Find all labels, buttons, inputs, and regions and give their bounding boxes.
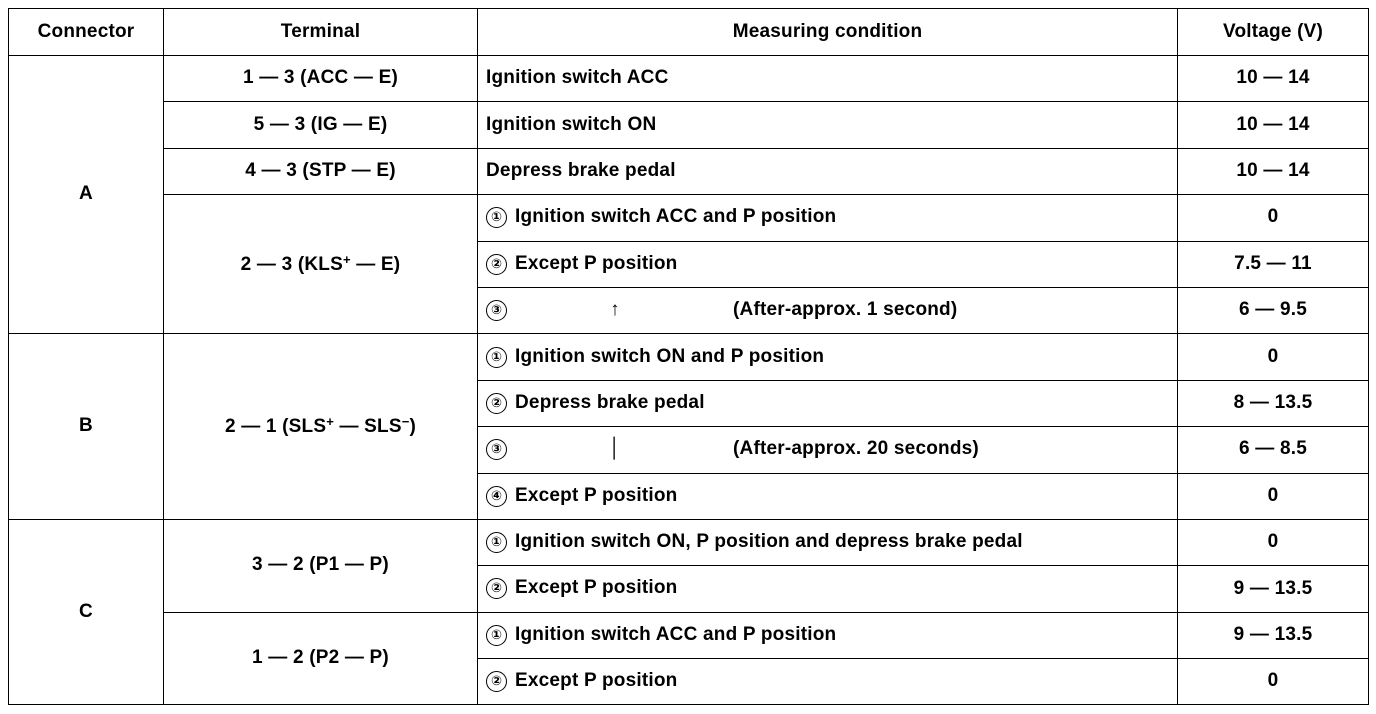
item-marker: ①	[486, 207, 507, 229]
condition-text: Depress brake pedal	[486, 160, 676, 182]
table-row: ③ ↑ (After-approx. 1 second) 6 — 9.5	[9, 286, 1369, 335]
cell-voltage: 6 — 9.5	[1177, 286, 1369, 335]
connector-voltage-table: Connector Terminal Measuring condition V…	[8, 8, 1369, 706]
cell-terminal-p2: 1 — 2 (P2 — P)	[163, 611, 478, 706]
item-marker: ②	[486, 392, 507, 414]
item-marker: ④	[486, 485, 507, 507]
cell-measuring-condition: ① Ignition switch ON, P position and depr…	[477, 518, 1178, 567]
item-marker: ①	[486, 346, 507, 368]
cell-terminal-p1: 3 — 2 (P1 — P)	[163, 518, 478, 613]
table-row: ④ Except P position 0	[9, 472, 1369, 520]
table-row: ② Except P position 0	[9, 658, 1369, 706]
condition-text: Except P position	[515, 670, 678, 692]
cell-voltage: 9 — 13.5	[1177, 565, 1369, 613]
cell-voltage: 7.5 — 11	[1177, 240, 1369, 288]
cell-measuring-condition: ② Depress brake pedal	[477, 379, 1178, 428]
cell-terminal: 4 — 3 (STP — E)	[163, 147, 478, 196]
terminal-text: 3 — 2 (P1 — P)	[252, 554, 389, 576]
item-marker: ②	[486, 253, 507, 275]
cell-measuring-condition: Depress brake pedal	[477, 147, 1178, 196]
cell-measuring-condition: ① Ignition switch ON and P position	[477, 333, 1178, 381]
condition-text: Ignition switch ON	[486, 113, 657, 135]
condition-text: Except P position	[515, 252, 678, 274]
cell-voltage: 10 — 14	[1177, 147, 1369, 196]
cell-voltage: 10 — 14	[1177, 101, 1369, 149]
table-row: 5 — 3 (IG — E) Ignition switch ON 10 — 1…	[9, 101, 1369, 149]
item-marker: ③	[486, 300, 507, 322]
cell-terminal: 5 — 3 (IG — E)	[163, 101, 478, 149]
cell-voltage: 0	[1177, 658, 1369, 706]
ditto-arrow-icon: ↑	[610, 299, 620, 321]
cell-voltage: 9 — 13.5	[1177, 611, 1369, 660]
cell-terminal-sls: 2 — 1 (SLS+ — SLS−)	[163, 333, 478, 520]
table-row: ③ │ (After-approx. 20 seconds) 6 — 8.5	[9, 426, 1369, 474]
table-row: 4 — 3 (STP — E) Depress brake pedal 10 —…	[9, 147, 1369, 196]
condition-text: Except P position	[515, 484, 678, 506]
cell-terminal: 1 — 3 (ACC — E)	[163, 54, 478, 103]
column-header-connector: Connector	[8, 8, 164, 56]
cell-measuring-condition: ④ Except P position	[477, 472, 1178, 520]
condition-text: Except P position	[515, 577, 678, 599]
table-row: ② Depress brake pedal 8 — 13.5	[9, 379, 1369, 428]
cell-measuring-condition: ③ ↑ (After-approx. 1 second)	[477, 286, 1178, 335]
cell-connector-b: B	[8, 333, 164, 520]
condition-text: Ignition switch ACC and P position	[515, 206, 837, 228]
column-header-terminal: Terminal	[163, 8, 478, 56]
cell-voltage: 0	[1177, 472, 1369, 520]
terminal-text: 1 — 2 (P2 — P)	[252, 647, 389, 669]
cell-voltage: 0	[1177, 333, 1369, 381]
condition-text: Ignition switch ACC and P position	[515, 623, 837, 645]
cell-connector-a: A	[8, 54, 164, 335]
cell-measuring-condition: ③ │ (After-approx. 20 seconds)	[477, 426, 1178, 474]
cell-measuring-condition: ① Ignition switch ACC and P position	[477, 611, 1178, 660]
ditto-mark-icon: │	[608, 438, 622, 460]
cell-measuring-condition: ① Ignition switch ACC and P position	[477, 194, 1178, 242]
table-row: A 1 — 3 (ACC — E) Ignition switch ACC 10…	[8, 54, 1369, 335]
item-marker: ③	[486, 439, 507, 461]
condition-note: (After-approx. 20 seconds)	[733, 438, 979, 460]
condition-text: Ignition switch ON, P position and depre…	[515, 531, 1023, 553]
cell-measuring-condition: ② Except P position	[477, 240, 1178, 288]
table-row: 1 — 2 (P2 — P) ① Ignition switch ACC and …	[9, 611, 1369, 706]
column-header-voltage: Voltage (V)	[1177, 8, 1369, 56]
condition-text: Ignition switch ACC	[486, 67, 669, 89]
cell-voltage: 0	[1177, 194, 1369, 242]
table-row: ② Except P position 7.5 — 11	[9, 240, 1369, 288]
cell-measuring-condition: Ignition switch ACC	[477, 54, 1178, 103]
table-row: B 2 — 1 (SLS+ — SLS−) ① Ignition switch O…	[8, 333, 1369, 520]
cell-voltage: 6 — 8.5	[1177, 426, 1369, 474]
cell-measuring-condition: ② Except P position	[477, 565, 1178, 613]
item-marker: ①	[486, 624, 507, 646]
table-row: 2 — 3 (KLS+ — E) ① Ignition switch ACC an…	[9, 194, 1369, 335]
terminal-text: 2 — 1 (SLS+ — SLS−)	[224, 414, 417, 438]
item-marker: ②	[486, 578, 507, 600]
table-body: A 1 — 3 (ACC — E) Ignition switch ACC 10…	[8, 54, 1369, 706]
header-row: Connector Terminal Measuring condition V…	[8, 8, 1369, 56]
table-header: Connector Terminal Measuring condition V…	[8, 8, 1369, 56]
cell-voltage: 10 — 14	[1177, 54, 1369, 103]
table-row: C 3 — 2 (P1 — P) ① Ignition switch ON, P …	[8, 518, 1369, 706]
cell-voltage: 8 — 13.5	[1177, 379, 1369, 428]
terminal-text: 2 — 3 (KLS+ — E)	[240, 251, 401, 275]
condition-note: (After-approx. 1 second)	[733, 299, 958, 321]
condition-text: Ignition switch ON and P position	[515, 345, 825, 367]
table-row: ② Except P position 9 — 13.5	[9, 565, 1369, 613]
item-marker: ②	[486, 671, 507, 693]
column-header-measuring-condition: Measuring condition	[477, 8, 1178, 56]
item-marker: ①	[486, 532, 507, 554]
cell-measuring-condition: ② Except P position	[477, 658, 1178, 706]
cell-voltage: 0	[1177, 518, 1369, 567]
condition-text: Depress brake pedal	[515, 391, 705, 413]
cell-connector-c: C	[8, 518, 164, 706]
cell-terminal-kls: 2 — 3 (KLS+ — E)	[163, 194, 478, 335]
cell-measuring-condition: Ignition switch ON	[477, 101, 1178, 149]
